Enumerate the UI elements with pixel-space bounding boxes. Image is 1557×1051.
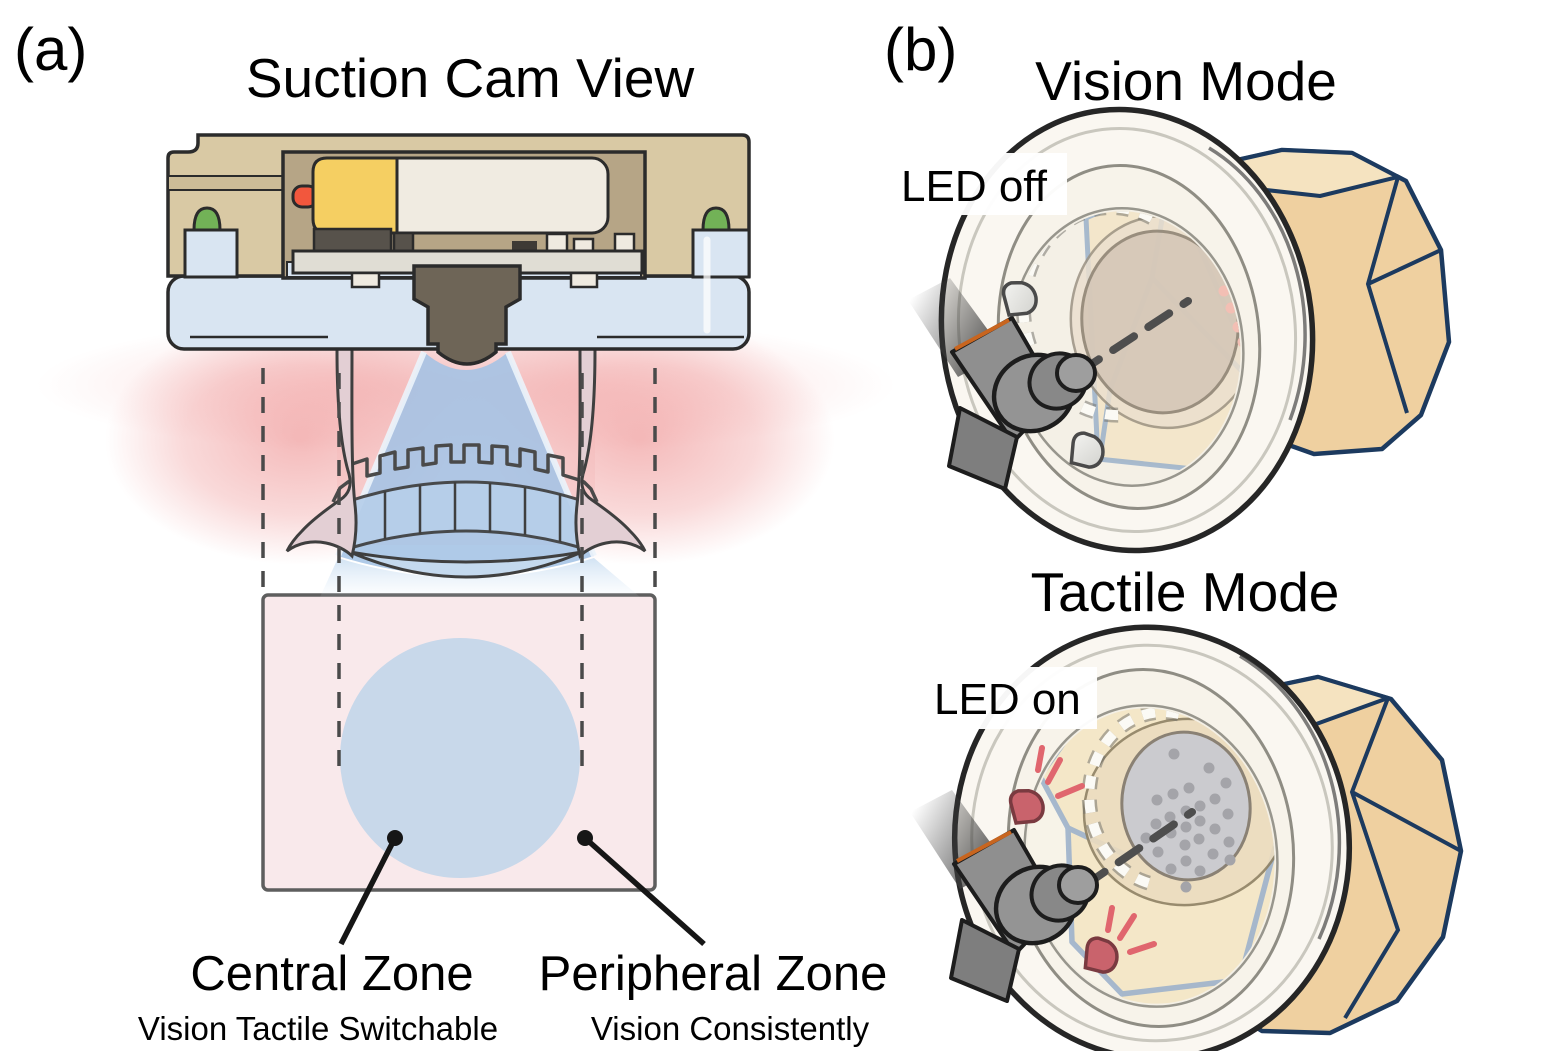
seal-green-left [192, 206, 222, 232]
object-box-facets [1365, 176, 1442, 414]
seal-green-right [701, 206, 731, 232]
cross-section [166, 133, 751, 366]
led-on-label: LED on [934, 675, 1081, 724]
callout-line-central [338, 836, 398, 946]
peripheral-zone-label: Peripheral Zone [539, 947, 888, 1001]
lens-segments [383, 482, 562, 542]
vacuum-channel-left [183, 228, 239, 279]
pcb-tab-left [350, 271, 381, 289]
zone-callouts [338, 830, 706, 947]
lens-barrel [412, 264, 522, 366]
cone-fade-beam [320, 558, 640, 597]
central-zone-circle [340, 638, 580, 878]
camera-unit-vision [908, 278, 1097, 491]
camera-bracket-lower [949, 918, 1021, 1003]
castellated-ring [331, 443, 599, 503]
panel-a-label: (a) [14, 16, 87, 83]
callout-line-peripheral [583, 835, 706, 947]
pcb-component-2 [572, 237, 595, 253]
tactile-mode-figure: LED on [910, 624, 1464, 1051]
camera-lens-disc-3 [1055, 353, 1097, 393]
central-zone-desc: Vision Tactile Switchable [138, 1010, 498, 1047]
led-off-icon [1001, 280, 1105, 469]
dashed-optical-axis [1074, 297, 1192, 377]
camera-bracket-lower [947, 406, 1019, 491]
camera-unit-tactile [910, 790, 1099, 1003]
pcb-component-1 [545, 232, 569, 253]
pcb-tab-right [569, 271, 599, 289]
pcb-board [291, 227, 644, 289]
led-on-label-bg [925, 667, 1097, 729]
panel-a-title: Suction Cam View [246, 47, 695, 109]
vacuum-channel-right [691, 228, 751, 279]
panel-a: (a) Suction Cam View [14, 16, 896, 1047]
peripheral-zone-desc: Vision Consistently [591, 1010, 870, 1047]
camera-orange-edge [956, 830, 1012, 863]
ring-rim-arc [1239, 654, 1342, 940]
castellation-ring [1081, 704, 1181, 892]
pcb-chip-small [392, 231, 415, 253]
pcb-component-3 [613, 232, 636, 253]
callout-dot-central [387, 830, 403, 846]
callout-dot-peripheral [577, 830, 593, 846]
led-on-icon [1008, 745, 1157, 974]
module-body-yellow [311, 156, 399, 235]
camera-orange-edge [954, 318, 1010, 351]
led-off-label-bg [893, 153, 1067, 215]
object-box-facets [1343, 697, 1462, 1020]
central-zone-label: Central Zone [190, 947, 473, 1001]
led-off-label: LED off [901, 162, 1048, 211]
panel-b-label: (b) [884, 16, 957, 83]
vision-mode-title: Vision Mode [1035, 50, 1337, 112]
panel-b: (b) Vision Mode Tactile Mode [884, 16, 1464, 1051]
ring-rim-arc [1208, 146, 1307, 421]
zone-dashed-lines [261, 368, 657, 766]
pcb-component-dark [512, 241, 537, 251]
tactile-mode-title: Tactile Mode [1031, 561, 1340, 623]
pcb-chip-large [312, 227, 393, 253]
housing-groove [167, 175, 284, 191]
fresnel-lens [344, 480, 588, 579]
camera-lens-disc-3 [1057, 865, 1099, 905]
dashed-optical-axis [1080, 808, 1196, 890]
vision-mode-figure: LED off [893, 106, 1452, 554]
camera-module [291, 156, 610, 235]
led-rays [1035, 745, 1157, 955]
